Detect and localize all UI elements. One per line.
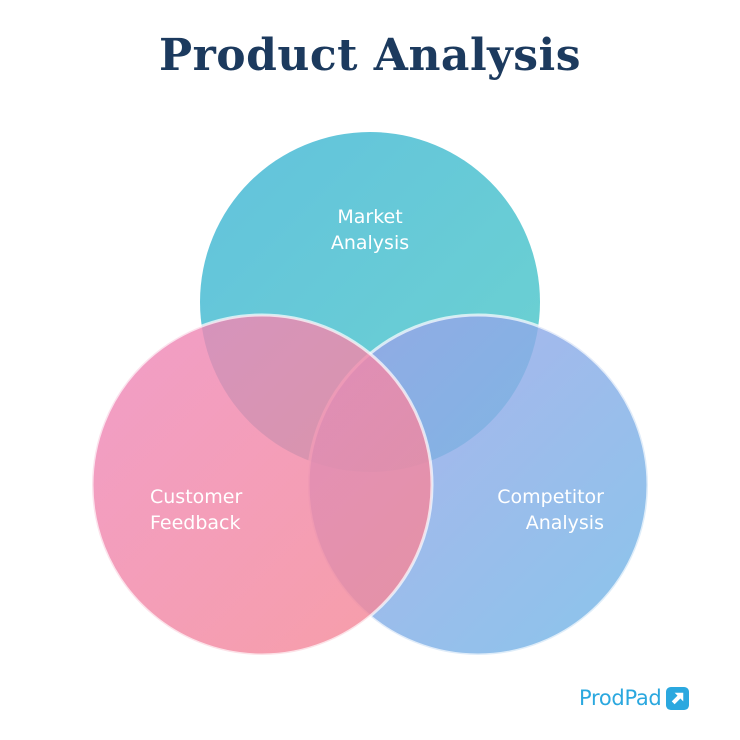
competitor-analysis-label: Competitor Analysis <box>404 484 604 536</box>
customer-label-line-2: Feedback <box>150 512 241 534</box>
customer-feedback-label: Customer Feedback <box>150 484 242 536</box>
arrow-up-right-icon <box>666 686 690 710</box>
page-title: Product Analysis <box>159 30 581 81</box>
market-label-line-1: Market <box>337 206 403 228</box>
customer-feedback-circle <box>90 313 434 657</box>
competitor-label-line-2: Analysis <box>525 512 604 534</box>
competitor-label-line-1: Competitor <box>497 486 604 508</box>
market-analysis-label: Market Analysis <box>270 204 470 256</box>
brand-name: ProdPad <box>579 686 662 710</box>
customer-label-line-1: Customer <box>150 486 243 508</box>
prodpad-logo: ProdPad <box>579 686 690 710</box>
market-label-line-2: Analysis <box>330 232 410 254</box>
